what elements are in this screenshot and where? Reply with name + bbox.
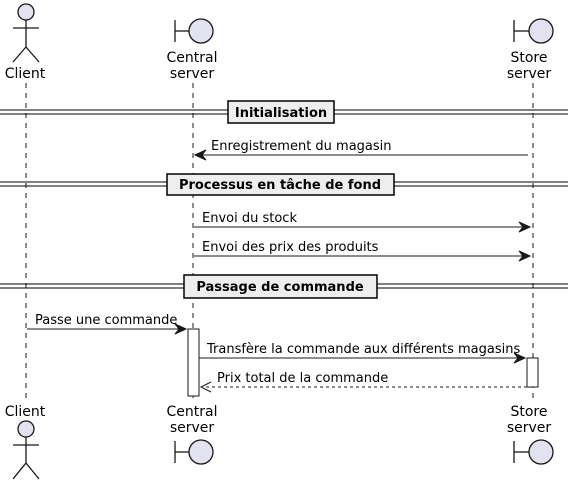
arrowhead-icon [174, 323, 188, 335]
central-server-boundary-top: Central server [167, 18, 218, 82]
message-prix-total: Prix total de la commande [199, 371, 527, 393]
central-server-boundary-bottom: Central server [167, 404, 218, 465]
arrowhead-icon [193, 149, 207, 161]
message-envoi-prix: Envoi des prix des produits [194, 240, 532, 262]
central-server-activation [187, 328, 200, 397]
boundary-icon [188, 439, 214, 465]
actor-head-icon [17, 3, 35, 21]
arrowhead-icon [518, 221, 532, 233]
boundary-icon [528, 439, 554, 465]
divider-initialisation-title: Initialisation [235, 106, 327, 121]
central-server-label-top-line2: server [170, 66, 215, 82]
client-actor-bottom: Client [5, 404, 46, 480]
divider-processus-title: Processus en tâche de fond [179, 178, 381, 193]
arrowhead-icon [513, 352, 527, 364]
message-enregistrement: Enregistrement du magasin [193, 139, 528, 161]
store-server-label-top-line1: Store [510, 50, 547, 66]
store-server-label-top-line2: server [507, 66, 552, 82]
client-label-bottom: Client [5, 404, 46, 420]
store-server-label-bottom-line2: server [507, 420, 552, 436]
store-server-boundary-bottom: Store server [507, 404, 554, 465]
store-server-activation [526, 357, 539, 388]
central-server-label-bottom-line1: Central [167, 404, 218, 420]
client-label-top: Client [5, 66, 46, 82]
message-label: Enregistrement du magasin [211, 139, 392, 154]
message-passe-commande: Passe une commande [27, 313, 188, 335]
message-label: Envoi du stock [202, 211, 297, 226]
message-label: Transfère la commande aux différents mag… [206, 342, 520, 357]
divider-processus: Processus en tâche de fond [0, 173, 568, 196]
boundary-icon [528, 18, 554, 44]
store-server-label-bottom-line1: Store [510, 404, 547, 420]
store-server-boundary-top: Store server [507, 18, 554, 82]
message-label: Envoi des prix des produits [202, 240, 379, 255]
boundary-icon [188, 18, 214, 44]
message-transfere-commande: Transfère la commande aux différents mag… [199, 342, 527, 364]
message-envoi-stock: Envoi du stock [194, 211, 532, 233]
central-server-label-top-line1: Central [167, 50, 218, 66]
arrowhead-icon [518, 250, 532, 262]
divider-initialisation: Initialisation [0, 100, 568, 124]
central-server-label-bottom-line2: server [170, 420, 215, 436]
divider-passage-commande-title: Passage de commande [196, 280, 364, 295]
message-label: Prix total de la commande [217, 371, 388, 386]
divider-passage-commande: Passage de commande [0, 274, 568, 299]
client-actor-top: Client [5, 3, 46, 82]
message-label: Passe une commande [35, 313, 177, 328]
open-arrowhead-icon [199, 381, 212, 393]
actor-head-icon [17, 420, 35, 438]
